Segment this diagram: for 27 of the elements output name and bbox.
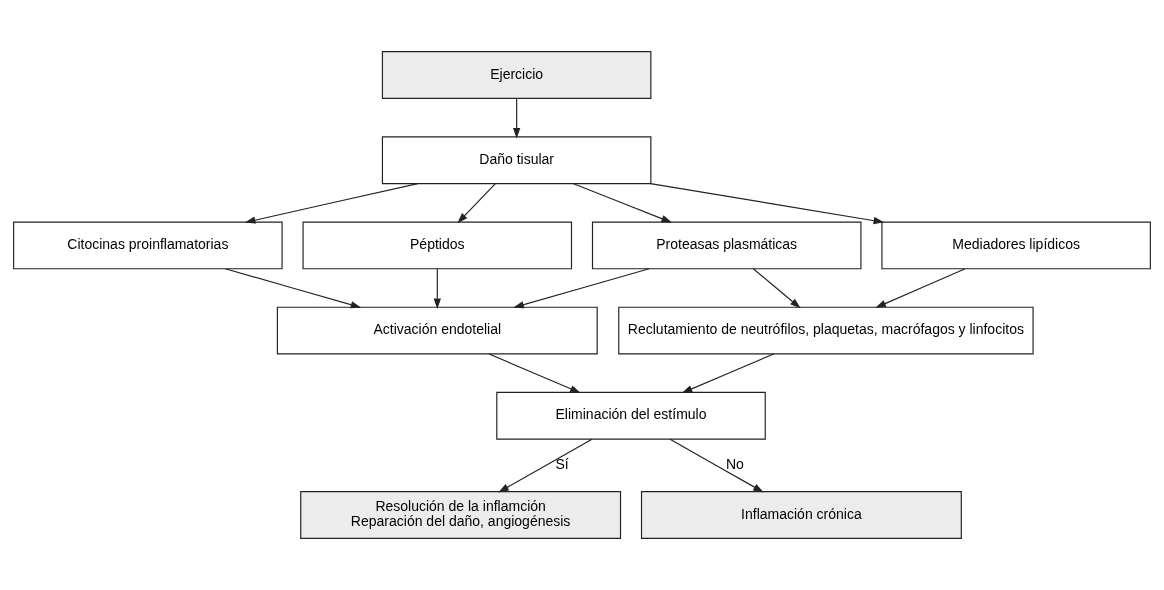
arrow (875, 268, 966, 308)
arrow (488, 353, 581, 394)
arrow (681, 353, 775, 394)
arrow (669, 438, 764, 493)
arrow (224, 268, 362, 309)
node-box: Ejercicio (381, 51, 652, 99)
node-box: Resolución de la inflamción Reparación del daño, angiogénesis (300, 491, 622, 539)
arrow (498, 438, 593, 493)
arrow (513, 268, 650, 309)
node-box: Eliminación del estímulo (496, 391, 766, 440)
node-box: Proteasas plasmáticas (591, 221, 862, 270)
arrow (572, 183, 672, 223)
arrow (433, 268, 441, 309)
arrow (512, 97, 521, 139)
edge-label: No (725, 456, 744, 473)
arrow (457, 183, 496, 224)
node-box: Citocinas proinflamatorias (13, 221, 283, 270)
arrow (752, 268, 801, 309)
arrow (649, 183, 885, 225)
edge-label: Sí (555, 456, 569, 473)
node-box: Reclutamiento de neutrófilos, plaquetas, macrófagos y linfocitos (618, 306, 1034, 355)
arrow (244, 183, 419, 224)
node-box: Inflamación crónica (640, 491, 962, 539)
node-box: Péptidos (302, 221, 573, 270)
node-box: Activación endotelial (276, 306, 598, 355)
node-box: Daño tisular (381, 136, 652, 185)
node-box: Mediadores lipídicos (881, 221, 1151, 270)
